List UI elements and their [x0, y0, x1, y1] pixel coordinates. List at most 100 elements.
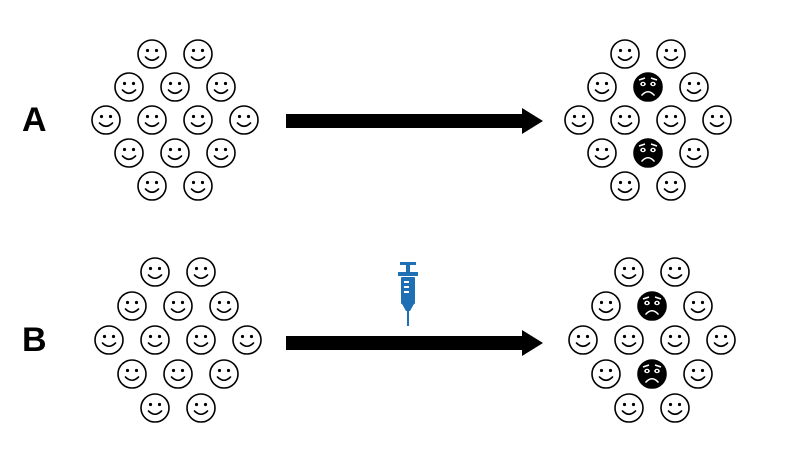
face-circle: [206, 72, 236, 102]
row-b-after-sad-face-icon: [637, 291, 667, 321]
row-label-b: B: [22, 321, 47, 359]
face-smile: [213, 89, 229, 95]
face-eye: [668, 402, 673, 407]
face-eye: [131, 81, 136, 86]
row-a-after-smiley-face-icon: [656, 171, 686, 201]
face-smile: [598, 308, 614, 314]
face-eye: [148, 402, 153, 407]
face-eye: [180, 300, 185, 305]
face-circle: [591, 291, 621, 321]
face-brow: [650, 77, 658, 81]
face-brow: [642, 296, 650, 300]
face-eye: [145, 48, 150, 53]
face-eye: [631, 334, 636, 339]
arrow-b-head: [522, 330, 543, 356]
face-circle: [137, 171, 167, 201]
face-eye: [200, 114, 205, 119]
face-eye: [171, 368, 176, 373]
face-eye: [168, 147, 173, 152]
face-eye: [171, 300, 176, 305]
face-smile: [121, 89, 137, 95]
face-eye: [608, 368, 613, 373]
face-smile: [170, 308, 186, 314]
face-smile: [236, 122, 252, 128]
face-smile: [216, 376, 232, 382]
face-smile: [575, 342, 591, 348]
face-circle: [587, 72, 617, 102]
face-circle: [163, 291, 193, 321]
face-eye: [677, 402, 682, 407]
row-a-after-smiley-face-icon: [656, 105, 686, 135]
face-eye: [148, 334, 153, 339]
syringe-mark-3: [404, 291, 409, 293]
syringe-mark-2: [404, 286, 409, 288]
row-b-after-smiley-face-icon: [568, 325, 598, 355]
arrow-a-shaft: [286, 114, 524, 128]
row-a-before-smiley-face-icon: [114, 138, 144, 168]
face-smile: [686, 155, 702, 161]
row-b-before-smiley-face-icon: [163, 359, 193, 389]
face-smile: [193, 274, 209, 280]
arrow-a: [286, 108, 543, 134]
face-smile: [213, 155, 229, 161]
face-smile: [663, 188, 679, 194]
face-smile: [621, 342, 637, 348]
face-smile: [167, 89, 183, 95]
face-circle: [679, 72, 709, 102]
face-brow: [654, 296, 662, 300]
face-eye: [618, 114, 623, 119]
row-b-after-smiley-face-icon: [591, 359, 621, 389]
face-eye: [191, 180, 196, 185]
face-eye: [157, 266, 162, 271]
face-smile: [216, 308, 232, 314]
row-a-after-sad-face-icon: [633, 72, 663, 102]
face-pupil: [645, 369, 649, 373]
row-a-after-smiley-face-icon: [610, 171, 640, 201]
row-a-before-smiley-face-icon: [137, 171, 167, 201]
face-eye: [249, 334, 254, 339]
row-b-before-smiley-face-icon: [186, 325, 216, 355]
face-circle: [660, 257, 690, 287]
face-smile: [147, 274, 163, 280]
face-pupil: [651, 148, 655, 152]
face-circle: [591, 359, 621, 389]
face-eye: [691, 300, 696, 305]
face-circle: [656, 105, 686, 135]
face-smile: [144, 122, 160, 128]
face-eye: [700, 368, 705, 373]
row-a-before-smiley-face-icon: [160, 138, 190, 168]
face-eye: [99, 114, 104, 119]
syringe-icon: [398, 262, 418, 326]
face-circle: [614, 393, 644, 423]
row-b-after-smiley-face-icon: [683, 359, 713, 389]
face-eye: [157, 402, 162, 407]
face-smile: [667, 274, 683, 280]
arrow-b: [286, 330, 543, 356]
row-a-after-smiley-face-icon: [610, 105, 640, 135]
face-eye: [240, 334, 245, 339]
face-eye: [631, 402, 636, 407]
face-eye: [214, 147, 219, 152]
row-a-after-sad-face-icon: [633, 138, 663, 168]
face-eye: [696, 81, 701, 86]
face-circle: [660, 325, 690, 355]
face-circle: [564, 105, 594, 135]
face-eye: [576, 334, 581, 339]
face-smile: [617, 122, 633, 128]
face-circle: [706, 325, 736, 355]
face-circle: [637, 291, 667, 321]
face-eye: [627, 180, 632, 185]
face-smile: [147, 342, 163, 348]
face-eye: [177, 147, 182, 152]
face-smile: [621, 410, 637, 416]
face-smile: [147, 410, 163, 416]
face-eye: [581, 114, 586, 119]
row-b-before-smiley-face-icon: [140, 325, 170, 355]
face-circle: [683, 291, 713, 321]
row-a-before-smiley-face-icon: [137, 39, 167, 69]
face-smile: [713, 342, 729, 348]
face-eye: [673, 180, 678, 185]
face-brow: [638, 143, 646, 147]
face-smile: [144, 56, 160, 62]
